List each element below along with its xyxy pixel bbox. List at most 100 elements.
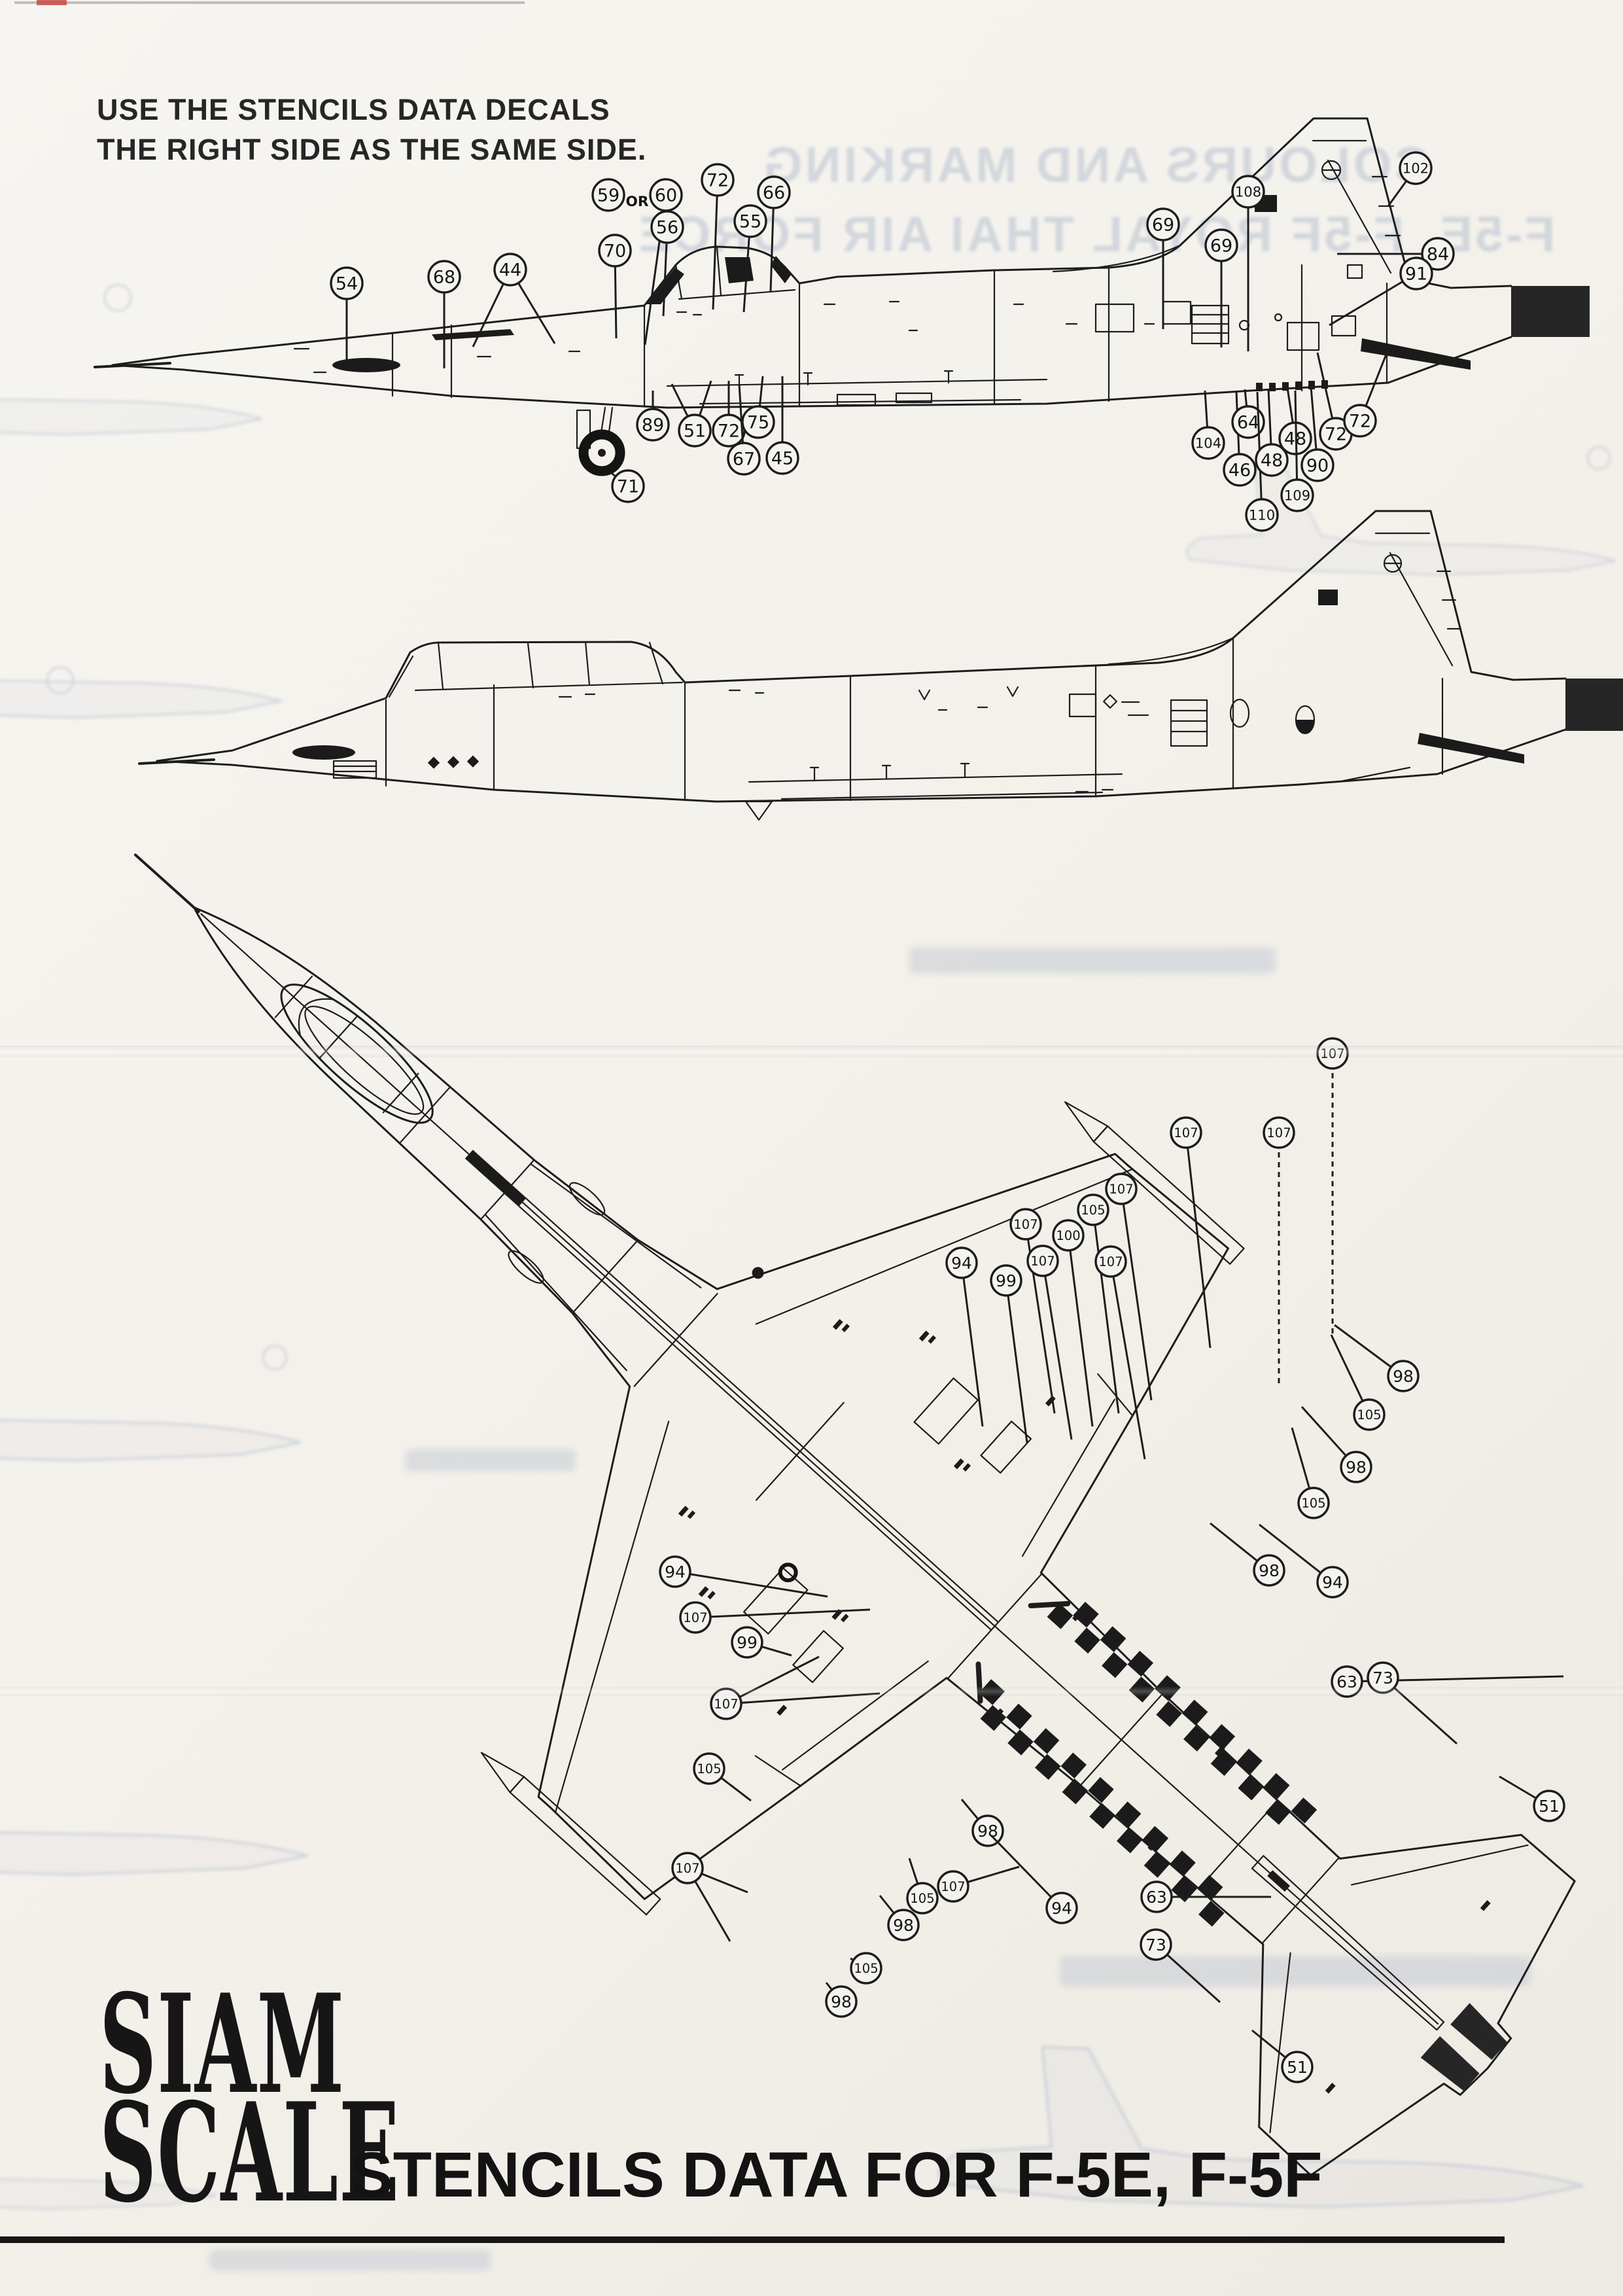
red-scan-mark <box>37 0 67 5</box>
callout-98: 98 <box>1334 1324 1420 1392</box>
callout-94: 94 <box>945 1246 984 1427</box>
callout-55: 55 <box>733 204 767 313</box>
svg-text:46: 46 <box>1229 460 1251 480</box>
svg-text:105: 105 <box>1301 1496 1325 1511</box>
callout-107: 107 <box>1094 1245 1146 1460</box>
callout-68: 68 <box>427 260 461 368</box>
callout-56: 56 <box>650 210 684 317</box>
callout-63: 63 <box>1331 1665 1564 1698</box>
callout-75: 75 <box>741 376 775 439</box>
svg-text:75: 75 <box>747 412 769 433</box>
svg-text:70: 70 <box>604 241 626 261</box>
svg-text:51: 51 <box>684 421 706 441</box>
svg-text:107: 107 <box>675 1861 699 1876</box>
svg-text:44: 44 <box>499 260 521 280</box>
callout-107: 107 <box>671 1852 748 1942</box>
svg-text:105: 105 <box>1357 1407 1381 1422</box>
callout-107: 107 <box>1170 1116 1212 1349</box>
svg-text:107: 107 <box>1030 1254 1055 1269</box>
callout-105: 105 <box>850 1952 882 1985</box>
callout-72: 72 <box>1316 352 1353 451</box>
callout-73: 73 <box>1367 1661 1457 1745</box>
svg-text:109: 109 <box>1284 487 1310 503</box>
callout-105: 105 <box>1077 1193 1120 1414</box>
svg-text:59: 59 <box>597 185 620 205</box>
svg-text:73: 73 <box>1145 1935 1166 1954</box>
callout-107: 107 <box>1009 1208 1056 1414</box>
callout-66: 66 <box>757 175 791 292</box>
callout-107: 107 <box>710 1655 881 1720</box>
callout-102: 102 <box>1387 151 1433 207</box>
svg-text:107: 107 <box>1320 1046 1344 1061</box>
sheet-title: STENCILS DATA FOR F-5E, F-5F <box>351 2139 1323 2210</box>
callout-107: 107 <box>679 1601 871 1634</box>
callout-72: 72 <box>1343 345 1391 438</box>
instruction-line2: THE RIGHT SIDE AS THE SAME SIDE. <box>97 132 647 166</box>
callout-98: 98 <box>1300 1405 1372 1483</box>
instruction-line1: USE THE STENCILS DATA DECALS <box>97 93 610 126</box>
callout-60: 60 <box>644 178 683 345</box>
callout-104: 104 <box>1191 390 1225 460</box>
top-view-drawing: 9499107107100105107107107107107941079910… <box>133 853 1576 2176</box>
callout-67: 67 <box>727 383 761 476</box>
svg-text:66: 66 <box>763 183 785 203</box>
svg-text:107: 107 <box>1109 1182 1133 1197</box>
svg-text:91: 91 <box>1405 264 1427 284</box>
callout-70: 70 <box>598 234 632 339</box>
callout-105: 105 <box>1291 1427 1330 1519</box>
svg-text:100: 100 <box>1056 1228 1080 1243</box>
callout-107: 107 <box>1316 1037 1349 1338</box>
callout-89: 89 <box>636 391 670 442</box>
svg-text:98: 98 <box>831 1992 852 2011</box>
svg-text:94: 94 <box>1051 1899 1072 1918</box>
callout-107: 107 <box>937 1865 1020 1903</box>
callout-91: 91 <box>1329 256 1433 327</box>
callout-72: 72 <box>701 163 735 310</box>
svg-text:98: 98 <box>977 1822 998 1841</box>
callout-51: 51 <box>671 380 712 448</box>
callout-71: 71 <box>609 469 645 503</box>
callout-94: 94 <box>990 1834 1078 1924</box>
callout-45: 45 <box>765 376 799 475</box>
callout-73: 73 <box>1140 1928 1221 2004</box>
svg-text:98: 98 <box>1393 1367 1414 1386</box>
svg-text:107: 107 <box>1013 1217 1038 1232</box>
svg-text:51: 51 <box>1287 2058 1308 2077</box>
callout-59: 59 <box>591 178 625 212</box>
callout-107: 107 <box>1263 1116 1295 1387</box>
svg-text:72: 72 <box>707 170 729 190</box>
svg-text:94: 94 <box>951 1254 972 1273</box>
svg-text:68: 68 <box>433 267 455 287</box>
svg-text:54: 54 <box>336 274 358 294</box>
callout-98: 98 <box>825 1982 858 2018</box>
svg-text:84: 84 <box>1427 244 1449 264</box>
svg-text:102: 102 <box>1403 160 1429 176</box>
svg-text:56: 56 <box>656 217 678 238</box>
svg-text:104: 104 <box>1195 434 1221 451</box>
callout-84: 84 <box>1337 237 1455 271</box>
svg-text:71: 71 <box>617 476 639 497</box>
svg-text:72: 72 <box>718 421 740 441</box>
svg-text:OR: OR <box>626 194 649 210</box>
callout-98: 98 <box>960 1799 1004 1847</box>
svg-text:72: 72 <box>1325 424 1347 444</box>
scanner-edge-artifact <box>14 1 525 4</box>
callout-100: 100 <box>1052 1219 1094 1427</box>
callout-107: 107 <box>1105 1173 1153 1401</box>
svg-text:69: 69 <box>1210 236 1232 256</box>
svg-text:89: 89 <box>642 415 664 435</box>
svg-text:98: 98 <box>893 1916 914 1935</box>
callout-98: 98 <box>879 1895 920 1941</box>
callout-94: 94 <box>1259 1523 1349 1598</box>
callout-51: 51 <box>1499 1775 1565 1822</box>
f5e-artwork <box>94 117 1590 476</box>
svg-text:107: 107 <box>714 1697 738 1712</box>
svg-text:94: 94 <box>665 1563 686 1581</box>
svg-text:107: 107 <box>683 1610 707 1625</box>
svg-text:72: 72 <box>1349 411 1371 431</box>
svg-text:105: 105 <box>854 1961 878 1976</box>
callout-44: 44 <box>472 253 556 347</box>
callout-54: 54 <box>330 266 364 364</box>
